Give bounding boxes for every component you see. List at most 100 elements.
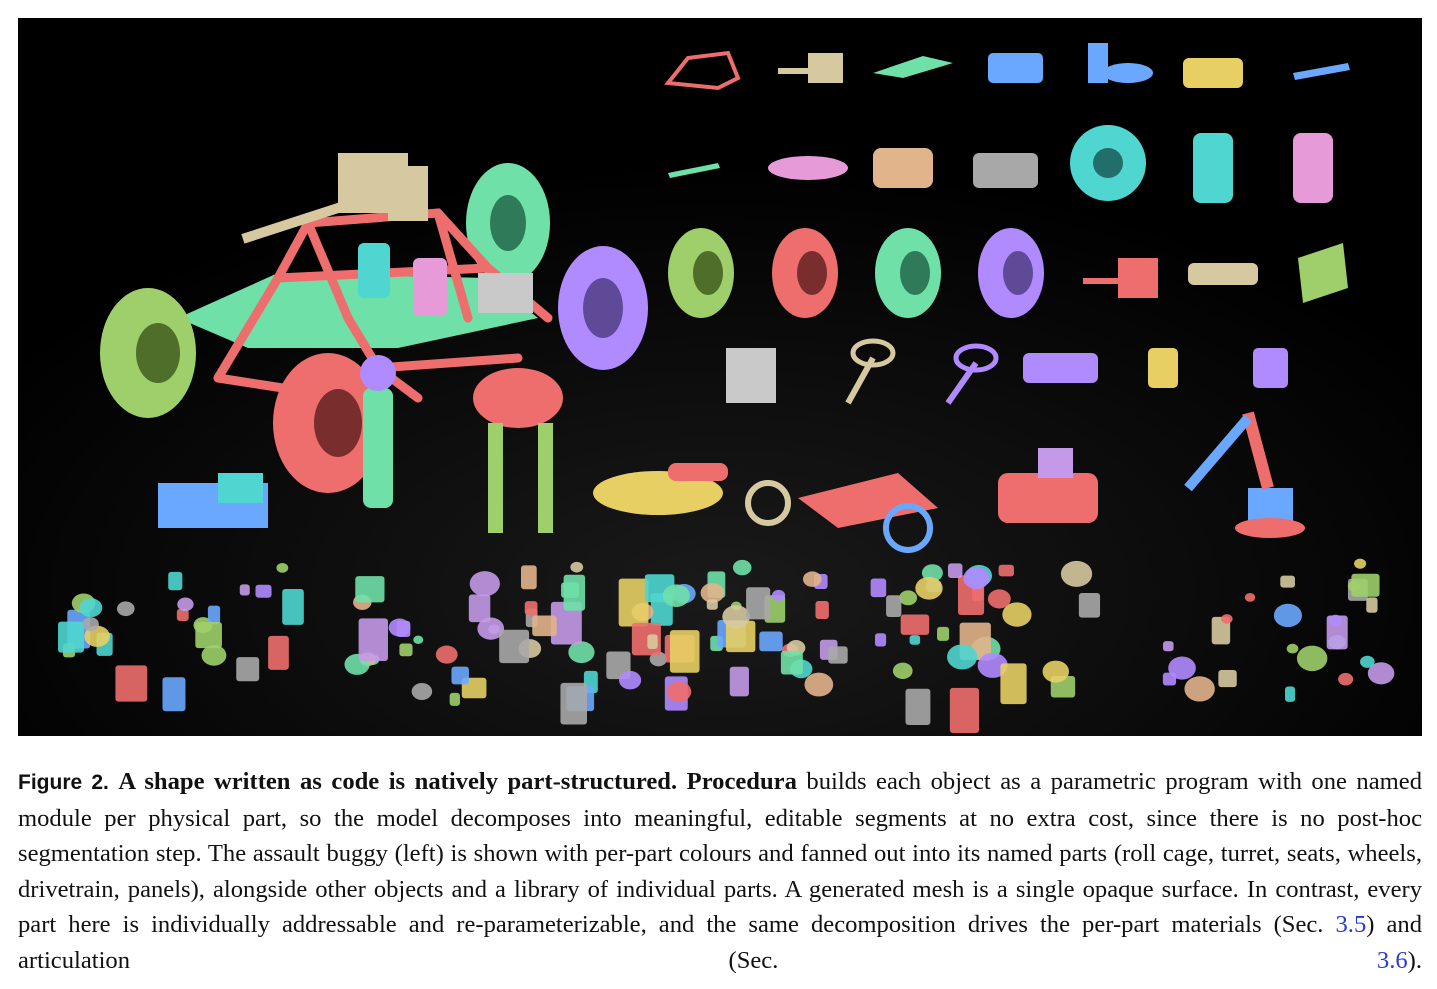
caption-body-1: builds each object as a parametric progr… (18, 768, 1422, 938)
part-bearing-pink (768, 156, 848, 180)
caption-body-3: ). (1407, 946, 1422, 974)
small-part (647, 634, 658, 649)
small-part (1078, 593, 1101, 618)
small-part (1244, 592, 1256, 602)
small-part (987, 589, 1011, 609)
small-part (499, 629, 530, 664)
part-seat-teal (1193, 133, 1233, 203)
small-part (870, 578, 887, 598)
small-part (947, 563, 963, 579)
part-gearbox-pink (1083, 258, 1158, 298)
small-part (1060, 560, 1093, 587)
small-part (176, 608, 189, 621)
small-part (947, 644, 978, 670)
small-part (899, 590, 918, 606)
small-part (201, 645, 227, 666)
small-part (162, 677, 186, 712)
small-part (1211, 616, 1231, 645)
small-part (561, 582, 579, 598)
part-arm-blue (1088, 43, 1153, 83)
small-part (905, 688, 931, 725)
part-wheel-purple (978, 228, 1044, 318)
small-part (58, 621, 84, 653)
buggy-turret (241, 153, 428, 244)
small-part (909, 635, 921, 645)
small-part (1360, 655, 1375, 668)
small-part (1351, 573, 1380, 597)
part-engine-blue (988, 53, 1043, 83)
small-part (449, 692, 460, 706)
small-part (1162, 641, 1174, 652)
parts-library-row-2 (668, 125, 1333, 203)
small-part (1338, 672, 1354, 686)
object-rover (158, 473, 268, 528)
small-part (1366, 597, 1378, 613)
small-part (802, 571, 822, 587)
figure-label: Figure 2. (18, 771, 109, 794)
part-turret (778, 53, 843, 83)
section-ref-materials[interactable]: 3.5 (1335, 911, 1367, 938)
part-drivetrain-gray (973, 153, 1038, 188)
small-part (276, 562, 289, 573)
small-part (1296, 645, 1328, 672)
object-hoverbike (593, 463, 728, 515)
small-part (892, 662, 913, 680)
small-part (618, 578, 649, 627)
caption-body-2: ) and articulation (Sec. (18, 911, 1422, 974)
part-mount-beige (1188, 263, 1258, 285)
small-part (236, 657, 260, 682)
small-part (82, 617, 99, 631)
part-wheel-pink (772, 228, 838, 318)
scattered-parts (58, 558, 1395, 733)
small-part (780, 650, 803, 675)
small-part (355, 576, 385, 603)
small-part (1221, 614, 1233, 624)
small-part (649, 651, 668, 667)
small-part (570, 561, 584, 573)
buggy-wheel-front-left (100, 288, 196, 418)
small-part (700, 582, 725, 603)
small-part (177, 597, 194, 612)
small-part (532, 615, 557, 637)
small-part (666, 681, 692, 702)
small-part (759, 631, 783, 652)
small-part (255, 584, 272, 598)
small-part (358, 618, 388, 661)
small-part (771, 589, 786, 601)
part-steering-beige (845, 338, 896, 405)
figure-title: A shape written as code is natively part… (118, 768, 678, 795)
part-strip-mint (668, 163, 720, 178)
part-bar-blue (1293, 63, 1350, 80)
part-lamp-purple (1253, 348, 1288, 388)
small-part (1280, 575, 1295, 588)
small-part (886, 595, 902, 617)
small-part (451, 666, 469, 685)
small-part (115, 665, 148, 702)
part-steering-violet (945, 343, 999, 405)
section-ref-articulation[interactable]: 3.6 (1376, 946, 1408, 974)
part-grille-gray (726, 348, 776, 403)
part-arm-yellow (1183, 58, 1243, 88)
small-part (568, 641, 595, 664)
assault-buggy (100, 153, 648, 493)
small-part (977, 652, 1008, 678)
small-part (1347, 580, 1361, 592)
part-lightbar-purple (1023, 353, 1098, 383)
part-lamp-yellow (1148, 348, 1178, 388)
buggy-seat-left (358, 243, 390, 298)
small-part (815, 600, 829, 619)
small-part (488, 624, 500, 635)
small-part (1286, 643, 1299, 654)
small-part (1285, 686, 1296, 702)
buggy-grille (478, 273, 533, 313)
small-part (874, 633, 887, 647)
object-dropship (745, 473, 938, 553)
buggy-wheel-front-right (273, 353, 383, 493)
part-wheel-mint (875, 228, 941, 318)
buggy-wheel-rear-top (466, 163, 550, 283)
part-linkage-tan (873, 148, 933, 188)
buggy-wheel-rear-right (558, 246, 648, 370)
small-part (900, 614, 930, 635)
small-part (524, 601, 538, 616)
small-part (413, 635, 424, 645)
